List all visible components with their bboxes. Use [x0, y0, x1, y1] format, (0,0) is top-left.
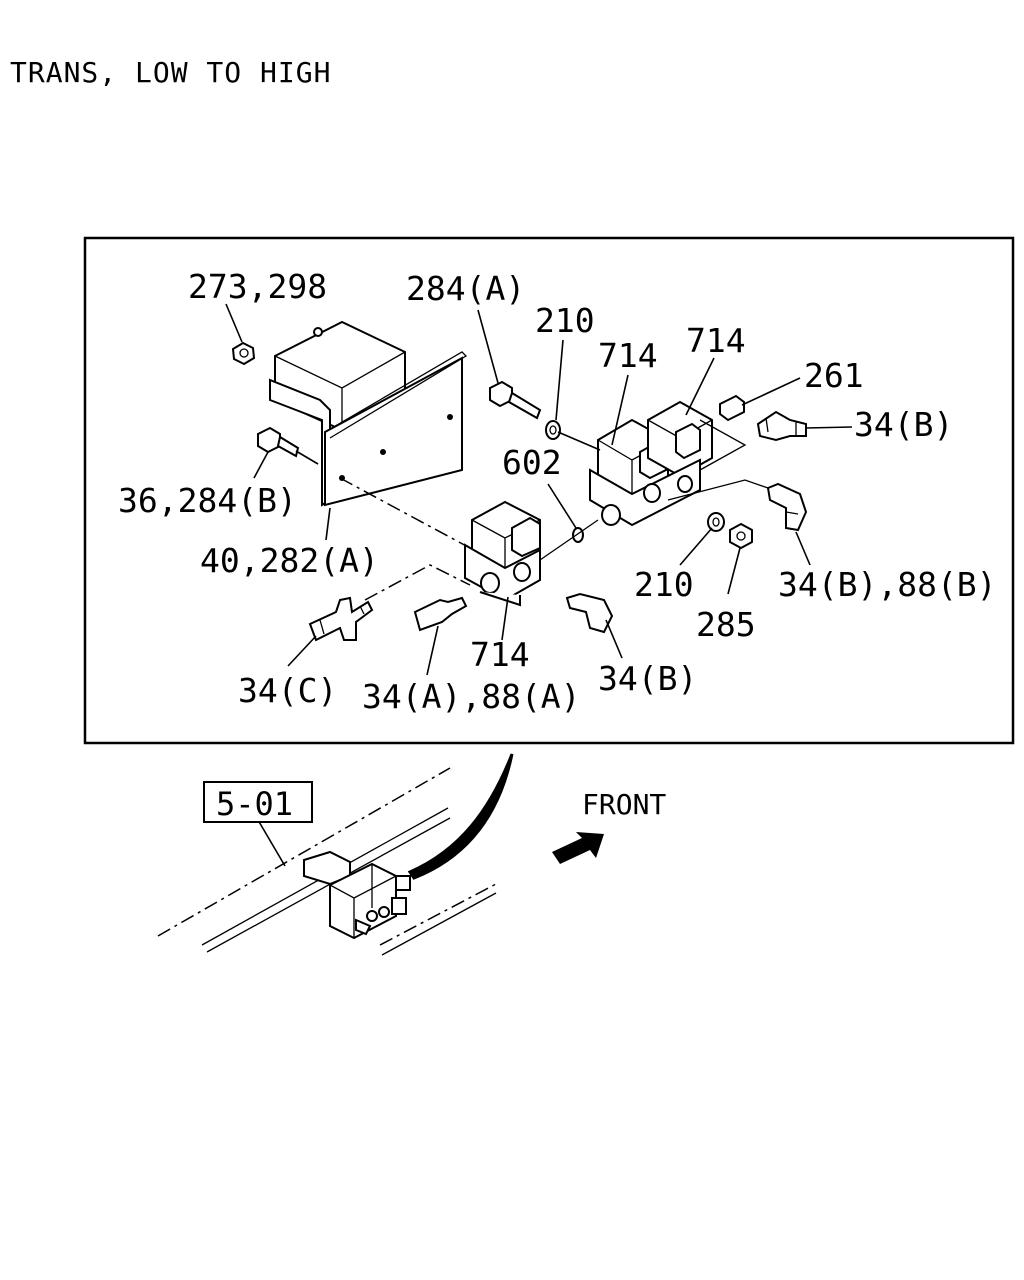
callout-40-282a: 40,282(A): [200, 541, 379, 580]
o-ring-602: [572, 527, 584, 543]
detail-frame: [83, 236, 1015, 745]
location-view: [157, 753, 514, 956]
elbow-34b-lower: [565, 592, 614, 634]
callout-273-298: 273,298: [188, 267, 327, 306]
washer-210-top: [545, 420, 561, 440]
callout-210-lower: 210: [634, 565, 694, 604]
elbow-34b-88b: [766, 482, 808, 532]
solenoid-valve-upper: [589, 400, 713, 527]
front-indicator: FRONT: [552, 788, 666, 864]
fitting-261: [719, 394, 745, 422]
callout-261: 261: [804, 356, 864, 395]
nut-273: [231, 341, 256, 366]
callout-34c: 34(C): [238, 671, 337, 710]
solenoid-valve-lower: [464, 500, 541, 607]
bolt-36: [257, 426, 300, 458]
tee-34c: [308, 596, 374, 642]
leader-lines: [225, 303, 853, 676]
bolt-284a: [489, 380, 542, 420]
front-label: FRONT: [582, 788, 666, 821]
callout-602: 602: [502, 443, 562, 482]
callout-285: 285: [696, 605, 756, 644]
callout-34b-upper: 34(B): [854, 405, 953, 444]
callout-714-b: 714: [686, 321, 746, 360]
elbow-34b-upper: [756, 410, 807, 442]
nut-285: [729, 522, 753, 550]
callout-36-284b: 36,284(B): [118, 481, 297, 520]
reference-label: 5-01: [216, 785, 293, 823]
callout-210-top: 210: [535, 301, 595, 340]
callout-34a-88a: 34(A),88(A): [362, 677, 581, 716]
bracket-assembly: [269, 320, 468, 507]
connector-34a-88a: [413, 596, 468, 632]
callout-34b-88b: 34(B),88(B): [778, 565, 997, 604]
washer-210-lower: [707, 512, 725, 532]
front-arrow-icon: [552, 832, 604, 864]
callout-714-a: 714: [598, 336, 658, 375]
page-title: TRANS, LOW TO HIGH: [10, 56, 332, 89]
callout-34b-lower: 34(B): [598, 659, 697, 698]
callout-284a: 284(A): [406, 269, 525, 308]
callout-714-c: 714: [470, 635, 530, 674]
reference-box: 5-01: [203, 781, 313, 823]
